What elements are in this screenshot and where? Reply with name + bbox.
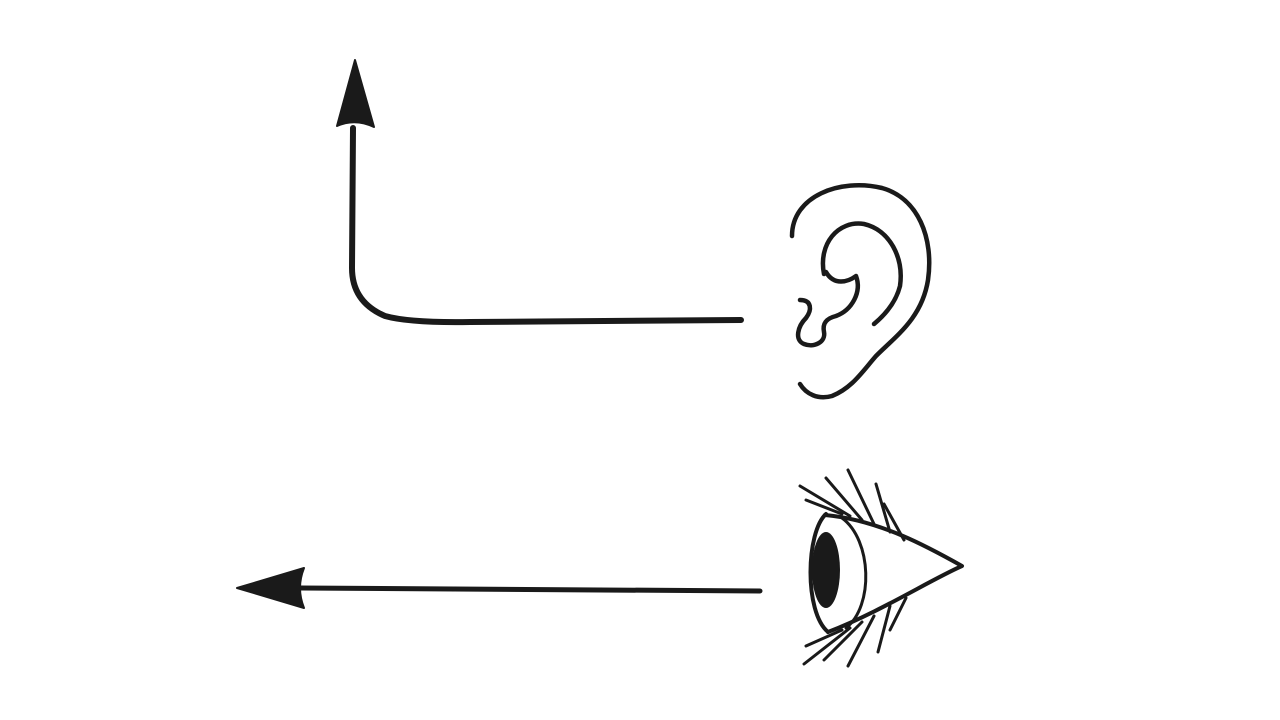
arrow-left-head <box>236 567 305 609</box>
bent-arrow-head <box>336 59 375 128</box>
arrow-left <box>236 567 763 609</box>
ear-icon <box>789 183 932 400</box>
eye-icon <box>798 468 964 668</box>
eye-pupil <box>812 532 840 608</box>
bent-arrow-up <box>336 59 744 326</box>
bent-arrow-shaft <box>349 125 744 326</box>
arrow-left-shaft <box>297 585 763 594</box>
